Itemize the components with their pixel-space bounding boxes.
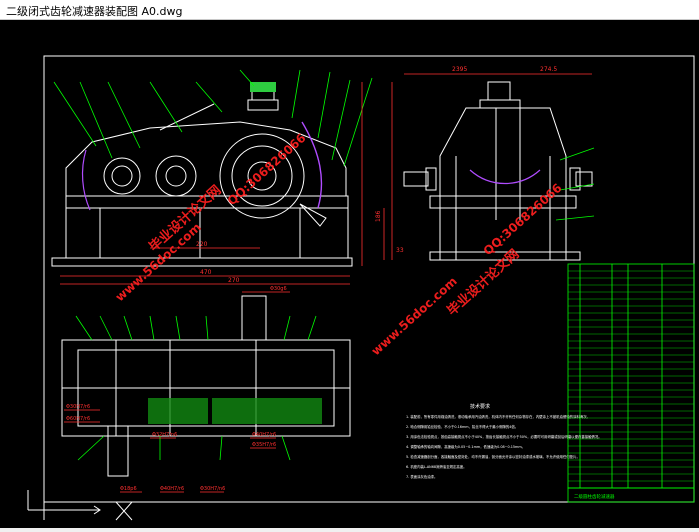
fit-label-8: Φ18p6 [120, 486, 137, 492]
note-line-3: 3. 用涂色法检验斑点，按齿高接触斑点不小于40%，按齿长接触斑点不小于50%，… [406, 434, 602, 439]
watermark-site-2: www.56doc.com [369, 274, 460, 358]
note-line-1: 1. 装配前，所有零件用煤油清洗，滚动轴承用汽油清洗，机体内不许有任何杂物存在，… [406, 414, 590, 419]
oil-cap [250, 82, 276, 92]
fit-label-3: Φ60H7/r6 [66, 416, 90, 422]
cad-drawing-canvas[interactable]: 470 270 220 2395 274.5 186 33 [0, 20, 699, 528]
note-line-6: 6. 机座内装L-AN68润滑油至规定高度。 [406, 464, 467, 469]
watermark-qq-2: QQ:306826066 [481, 181, 565, 259]
note-line-2: 2. 啮合侧隙用铅丝检验，不小于0.16mm，铅丝不得大于最小侧隙的4倍。 [406, 424, 518, 429]
note-line-5: 5. 检查减速器剖分面，各接触面及密封处，均不许漏油，剖分面允许涂以密封油漆或水… [406, 454, 580, 459]
notes-heading: 技术要求 [470, 403, 490, 410]
note-line-7: 7. 表面涂灰色油漆。 [406, 474, 437, 479]
side-dim-half: 274.5 [540, 66, 557, 73]
plan-view [61, 295, 351, 477]
front-dim-length: 270 [228, 277, 240, 284]
note-line-4: 4. 调整轴承的轴向间隙，高速级为0.05~0.1mm，低速级为0.08~0.1… [406, 444, 525, 449]
window-title: 二级闭式齿轮减速器装配图 A0.dwg [6, 5, 183, 18]
plan-view-leaders [75, 315, 317, 461]
fit-label-9: Φ30H7/n6 [200, 486, 225, 492]
fit-label-1: Φ30g6 [270, 286, 287, 292]
watermarks: QQ:306826066 毕业设计论文网 www.56doc.com QQ:30… [113, 131, 565, 359]
gear-hatch-low [212, 398, 322, 424]
front-view-leaders [53, 69, 373, 167]
ucs-axis-icon [27, 490, 133, 521]
technical-notes: 技术要求 1. 装配前，所有零件用煤油清洗，滚动轴承用汽油清洗，机体内不许有任何… [406, 403, 602, 479]
fit-label-4: Φ40H7/r6 [252, 432, 276, 438]
fit-label-5: Φ35H7/r6 [252, 442, 276, 448]
side-dim-width: 2395 [452, 66, 467, 73]
front-view-dimensions [60, 82, 363, 285]
window-title-bar: 二级闭式齿轮减速器装配图 A0.dwg [0, 0, 699, 20]
front-view [51, 85, 353, 267]
table-note: 二级圆柱齿轮减速器 [574, 493, 615, 500]
front-dim-overall: 470 [200, 269, 212, 276]
side-dim-height: 186 [375, 210, 382, 222]
side-dim-base: 33 [396, 247, 404, 254]
side-view-dimensions [383, 73, 592, 260]
fit-label-7: Φ40H7/r6 [160, 486, 184, 492]
fit-label-2: Φ30H7/r6 [66, 404, 90, 410]
front-view-highlight [301, 121, 323, 209]
front-dim-center: 220 [196, 241, 208, 248]
fit-label-6: Φ32H7/n6 [152, 432, 177, 438]
gear-hatch-high [148, 398, 208, 424]
